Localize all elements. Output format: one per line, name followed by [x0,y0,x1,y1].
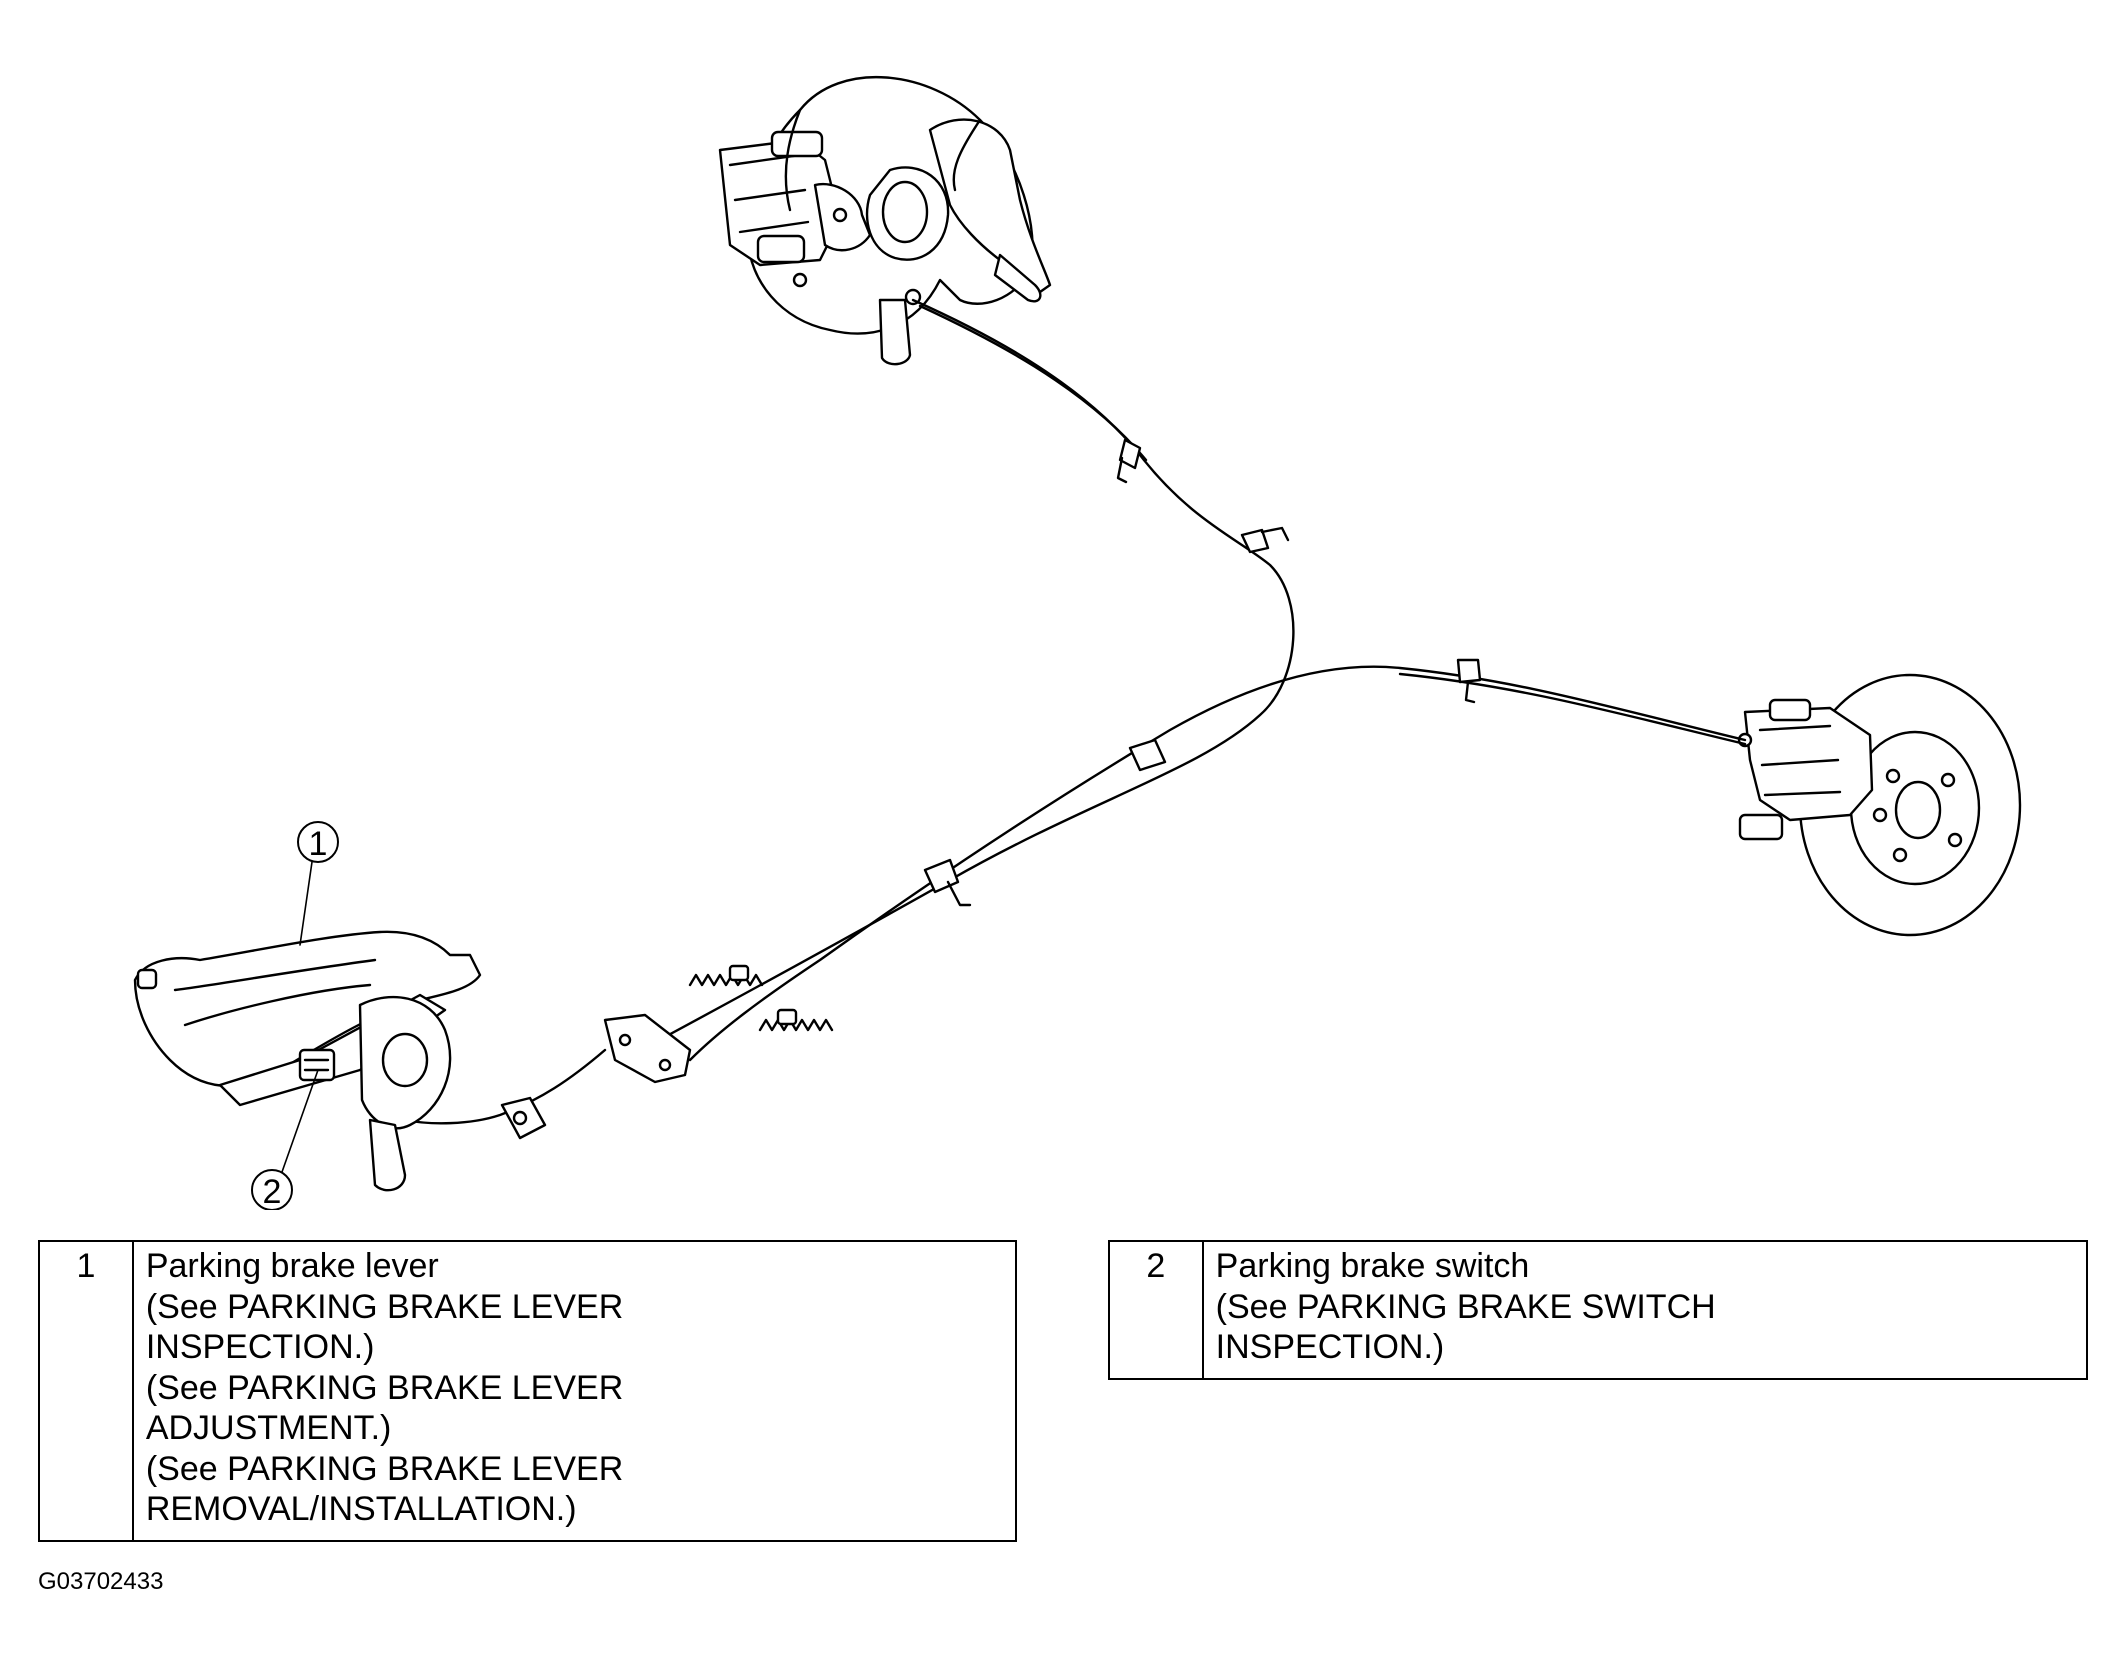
legend-1-line: ADJUSTMENT.) [145,1409,392,1447]
upper-rear-knuckle-caliper-assembly [718,75,1052,366]
legend-1-line: (See PARKING BRAKE LEVER [145,1449,624,1488]
callout-1: 1 [297,821,339,863]
legend-1-line: INSPECTION.) [145,1328,375,1366]
legend-1-line: (See PARKING BRAKE LEVER [145,1287,624,1326]
figure-id: G03702433 [38,1568,164,1595]
legend-table-1: 1 Parking brake lever (See PARKING BRAKE… [38,1240,1018,1542]
legend-table-2: 2 Parking brake switch (See PARKING BRAK… [1108,1240,2089,1380]
right-rear-disc-caliper-assembly [1737,673,2022,937]
legend-2-line: (See PARKING BRAKE SWITCH [1215,1287,1716,1326]
legend-row: 2 Parking brake switch (See PARKING BRAK… [1108,1240,2089,1380]
legend-1-line: (See PARKING BRAKE LEVER [145,1368,624,1407]
legend-2-description: Parking brake switch (See PARKING BRAKE … [1201,1240,2089,1380]
callout-1-leader [299,861,313,946]
callout-2-number: 2 [263,1173,282,1210]
parking-brake-cables [403,298,1747,1140]
legend-2-line: Parking brake switch [1215,1247,1530,1285]
legend-1-line: REMOVAL/INSTALLATION.) [145,1490,577,1528]
legend-1-description: Parking brake lever (See PARKING BRAKE L… [131,1240,1018,1542]
callout-2-leader [281,1069,319,1173]
callout-1-number: 1 [309,825,328,863]
legend-1-number: 1 [38,1240,134,1542]
callout-2: 2 [251,1169,293,1210]
legend-1-line: Parking brake lever [145,1247,439,1285]
parking-brake-system-diagram: 1 2 [133,75,2022,1210]
legend-row: 1 Parking brake lever (See PARKING BRAKE… [38,1240,1018,1542]
legend-2-line: INSPECTION.) [1215,1328,1445,1366]
parking-brake-lever-illustration [133,930,482,1192]
legend-2-number: 2 [1108,1240,1204,1380]
